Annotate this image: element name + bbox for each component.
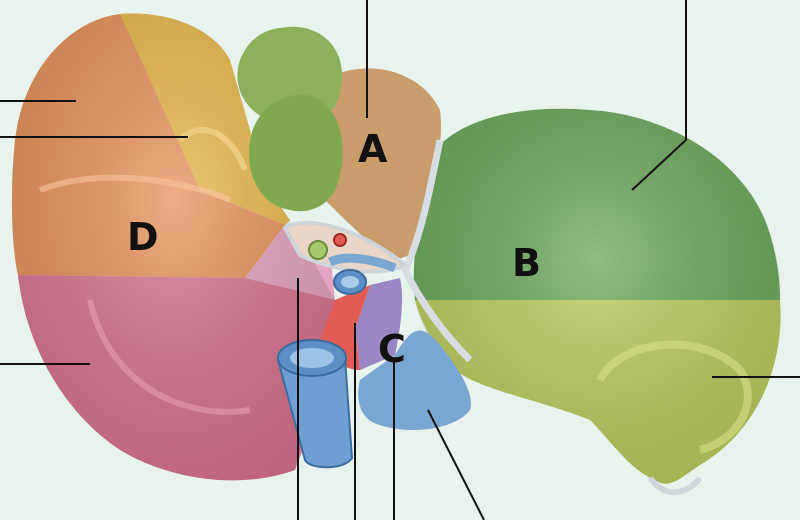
fissure (401, 139, 473, 363)
ivc-tube (276, 356, 354, 469)
segment-purple (355, 278, 403, 370)
leader-top-right (631, 0, 687, 191)
ivc-lumen (290, 348, 334, 368)
segment-tan (325, 68, 441, 262)
left-lobe-ridge-1 (38, 174, 232, 203)
vena-cava-small-lumen (341, 276, 359, 288)
label-b: B (512, 241, 541, 285)
leader-bottom-4 (427, 409, 485, 520)
right-lobe-bulge (596, 340, 752, 454)
bile-duct (308, 240, 328, 260)
segment-blue (358, 330, 471, 430)
gallbladder-lower (249, 94, 343, 212)
label-d: D (127, 215, 159, 259)
left-lobe-shading (11, 13, 335, 481)
gallbladder (237, 26, 343, 212)
right-lobe (413, 108, 781, 496)
right-lobe-shading (413, 108, 781, 484)
label-c: C (378, 327, 406, 371)
left-lobe-ridge-2 (177, 127, 248, 172)
inferior-vena-cava (276, 339, 354, 469)
portal-vein (328, 253, 397, 273)
left-lobe (11, 13, 335, 481)
right-lobe-tip (647, 475, 703, 496)
label-a: A (358, 127, 388, 171)
left-lobe-ridge-3 (87, 299, 251, 415)
porta-hepatis (282, 220, 409, 295)
hepatic-artery (333, 233, 347, 247)
